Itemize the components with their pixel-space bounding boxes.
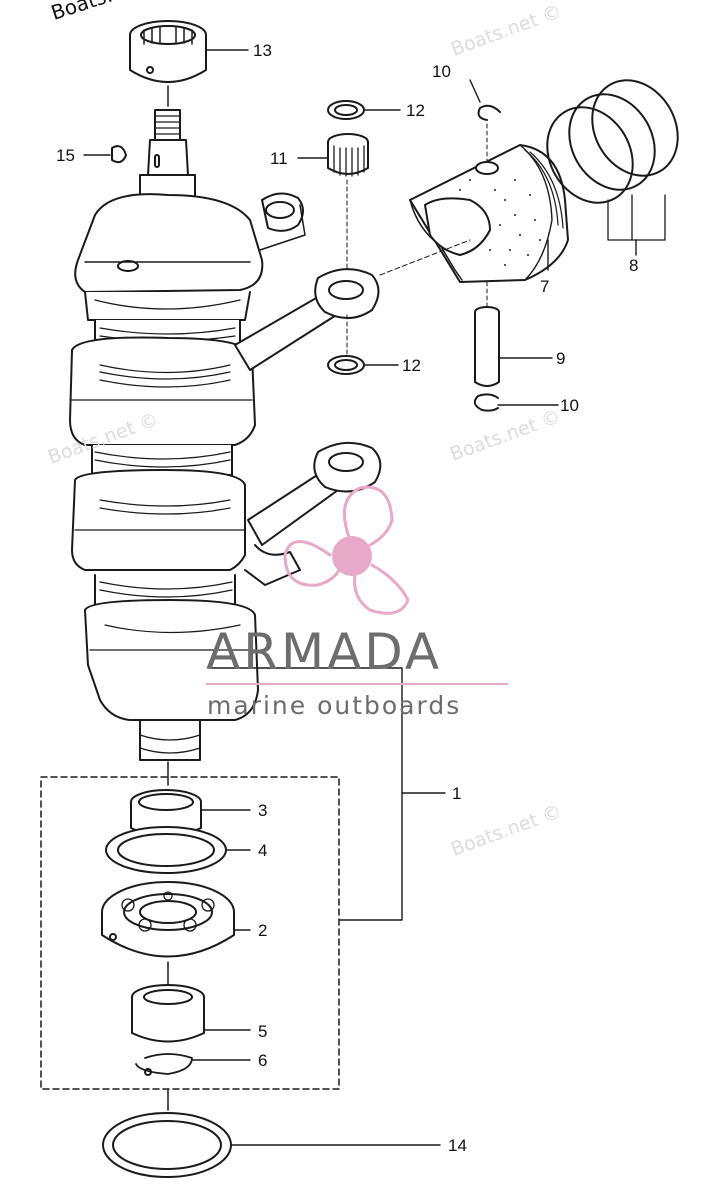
part-12-washer-bottom	[327, 355, 365, 375]
part-2-ball-bearing	[101, 881, 235, 958]
callout-7: 7	[540, 277, 550, 296]
part-11-needle-bearing	[327, 133, 369, 177]
callout-10a: 10	[432, 62, 451, 81]
callout-9: 9	[556, 349, 566, 368]
callout-5: 5	[258, 1022, 268, 1041]
part-10-clip-top	[477, 104, 501, 121]
part-9-piston-pin	[474, 306, 500, 387]
brand-name: ARMADA	[206, 623, 443, 681]
part-15-key	[111, 145, 127, 164]
part-7-piston	[409, 144, 569, 283]
callout-4: 4	[258, 841, 268, 860]
callout-11: 11	[270, 149, 288, 168]
callout-8: 8	[629, 256, 639, 275]
part-6-snap-ring	[135, 1053, 193, 1076]
callout-3: 3	[258, 801, 268, 820]
callout-12a: 12	[406, 101, 425, 120]
part-5-bearing	[131, 984, 205, 1043]
callout-1: 1	[452, 784, 462, 803]
part-10-clip-bottom	[473, 393, 499, 412]
part-4-ring	[105, 826, 227, 874]
callout-6: 6	[258, 1051, 268, 1070]
brand-divider	[206, 683, 508, 685]
part-14-ring	[102, 1112, 232, 1178]
callout-10b: 10	[560, 396, 579, 415]
armada-propeller-logo	[283, 485, 410, 615]
callout-14: 14	[448, 1136, 467, 1155]
upper-connecting-rod	[234, 192, 380, 371]
assembly-box	[40, 776, 340, 1090]
part-12-washer-top	[327, 100, 365, 120]
callout-12b: 12	[402, 356, 421, 375]
brand-tagline: marine outboards	[207, 691, 462, 720]
leader-lines	[83, 49, 637, 1146]
callout-15: 15	[56, 146, 75, 165]
lower-connecting-rod	[244, 441, 382, 586]
crankshaft	[69, 85, 264, 786]
callout-2: 2	[258, 921, 268, 940]
callout-13: 13	[253, 41, 272, 60]
part-13-bearing	[129, 20, 207, 83]
